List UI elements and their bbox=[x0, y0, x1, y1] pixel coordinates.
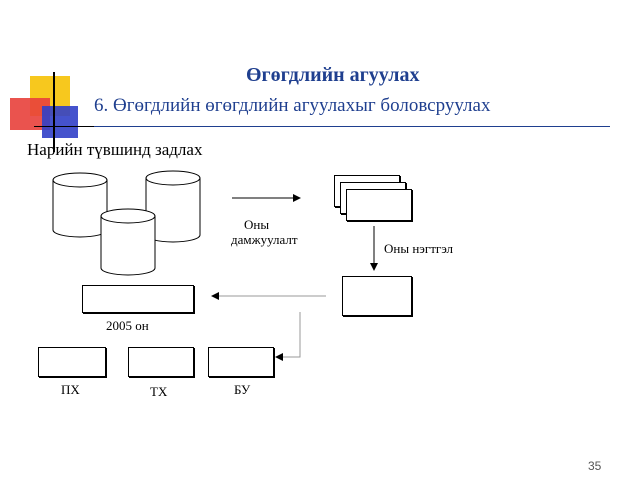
deco-vertical-line bbox=[53, 72, 55, 152]
decorative-logo bbox=[8, 72, 98, 152]
sub-box-tx bbox=[128, 347, 194, 377]
section-heading: Нарийн түвшинд задлах bbox=[27, 140, 203, 159]
slide-title: Өгөгдлийн агуулах bbox=[246, 64, 420, 86]
sub-box-bu bbox=[208, 347, 274, 377]
transfer-label-line2: дамжуулалт bbox=[231, 232, 298, 247]
database-cylinder-front bbox=[100, 208, 156, 276]
deco-blue-square bbox=[42, 106, 78, 138]
title-underline bbox=[94, 126, 610, 127]
sub-label-tx: ТХ bbox=[150, 384, 168, 399]
aggregation-label: Оны нэгтгэл bbox=[384, 241, 454, 256]
deco-horizontal-line bbox=[34, 126, 98, 127]
slide-subtitle: 6. Өгөгдлийн өгөгдлийн агуулахыг боловср… bbox=[94, 95, 491, 116]
transfer-label-line1: Оны bbox=[244, 217, 270, 232]
year-label: 2005 он bbox=[106, 318, 149, 333]
sub-label-px: ПХ bbox=[61, 382, 80, 397]
aggregated-box bbox=[342, 276, 412, 316]
sub-box-px bbox=[38, 347, 106, 377]
year-box bbox=[82, 285, 194, 313]
database-cylinder-left bbox=[52, 172, 108, 238]
drilldown-arrow bbox=[286, 312, 301, 358]
stacked-document-front bbox=[346, 189, 412, 221]
sub-label-bu: БУ bbox=[234, 382, 251, 397]
page-number: 35 bbox=[588, 459, 602, 473]
database-cylinder-right bbox=[145, 170, 201, 243]
